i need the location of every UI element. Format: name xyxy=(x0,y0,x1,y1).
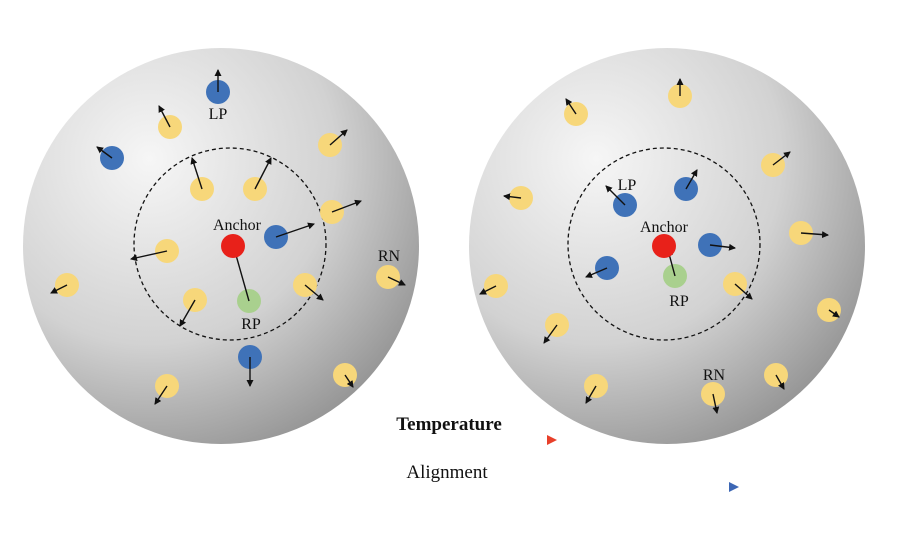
arrow-icon xyxy=(585,385,597,404)
anchor-sample xyxy=(652,234,676,258)
arrow-icon xyxy=(685,169,698,190)
arrow-icon xyxy=(775,374,785,390)
right-label-rp: RP xyxy=(669,293,689,310)
arrow-icon xyxy=(304,284,324,301)
arrow-icon xyxy=(585,267,608,278)
arrow-icon xyxy=(275,222,315,238)
left-label-lp: LP xyxy=(209,106,228,123)
left-negative-samples xyxy=(50,105,406,405)
anchor-sample xyxy=(221,234,245,258)
arrow-icon xyxy=(565,98,577,115)
right-label-lp: LP xyxy=(618,177,637,194)
arrow-icon xyxy=(828,309,840,318)
arrow-icon xyxy=(190,157,203,190)
arrow-icon xyxy=(96,146,113,159)
right-panel: LP Anchor RP RN xyxy=(469,48,865,444)
left-neighborhood-boundary xyxy=(133,147,327,341)
temperature-axis: Temperature xyxy=(336,414,557,445)
arrow-icon xyxy=(734,283,753,300)
arrow-icon xyxy=(712,393,720,414)
arrow-icon xyxy=(479,285,497,295)
arrow-icon xyxy=(709,243,736,251)
arrow-icon xyxy=(543,324,558,344)
alignment-axis: Alignment xyxy=(156,462,739,492)
alignment-label: Alignment xyxy=(406,462,488,483)
arrow-icon xyxy=(50,284,68,294)
left-label-anchor: Anchor xyxy=(213,217,262,234)
right-neighborhood-boundary xyxy=(567,147,761,341)
left-panel: LP Anchor RP RN xyxy=(23,48,419,444)
arrow-icon xyxy=(772,151,791,166)
arrow-icon xyxy=(605,185,626,206)
arrow-icon xyxy=(130,250,168,262)
arrow-icon xyxy=(503,193,522,201)
right-label-rn: RN xyxy=(703,367,726,384)
arrow-icon xyxy=(254,157,272,190)
arrow-icon xyxy=(800,231,829,239)
left-positive-samples xyxy=(96,69,315,387)
arrow-icon xyxy=(387,276,406,286)
arrow-icon xyxy=(179,299,196,327)
temperature-label: Temperature xyxy=(396,414,502,435)
arrow-icon xyxy=(344,374,354,388)
arrow-icon xyxy=(331,199,362,213)
arrow-icon xyxy=(158,105,171,128)
right-positive-samples xyxy=(585,169,736,280)
right-label-anchor: Anchor xyxy=(640,219,689,236)
right-negative-samples xyxy=(479,78,841,414)
arrow-icon xyxy=(154,385,168,405)
left-label-rp: RP xyxy=(241,316,261,333)
left-label-rn: RN xyxy=(378,248,401,265)
arrow-icon xyxy=(329,129,348,146)
